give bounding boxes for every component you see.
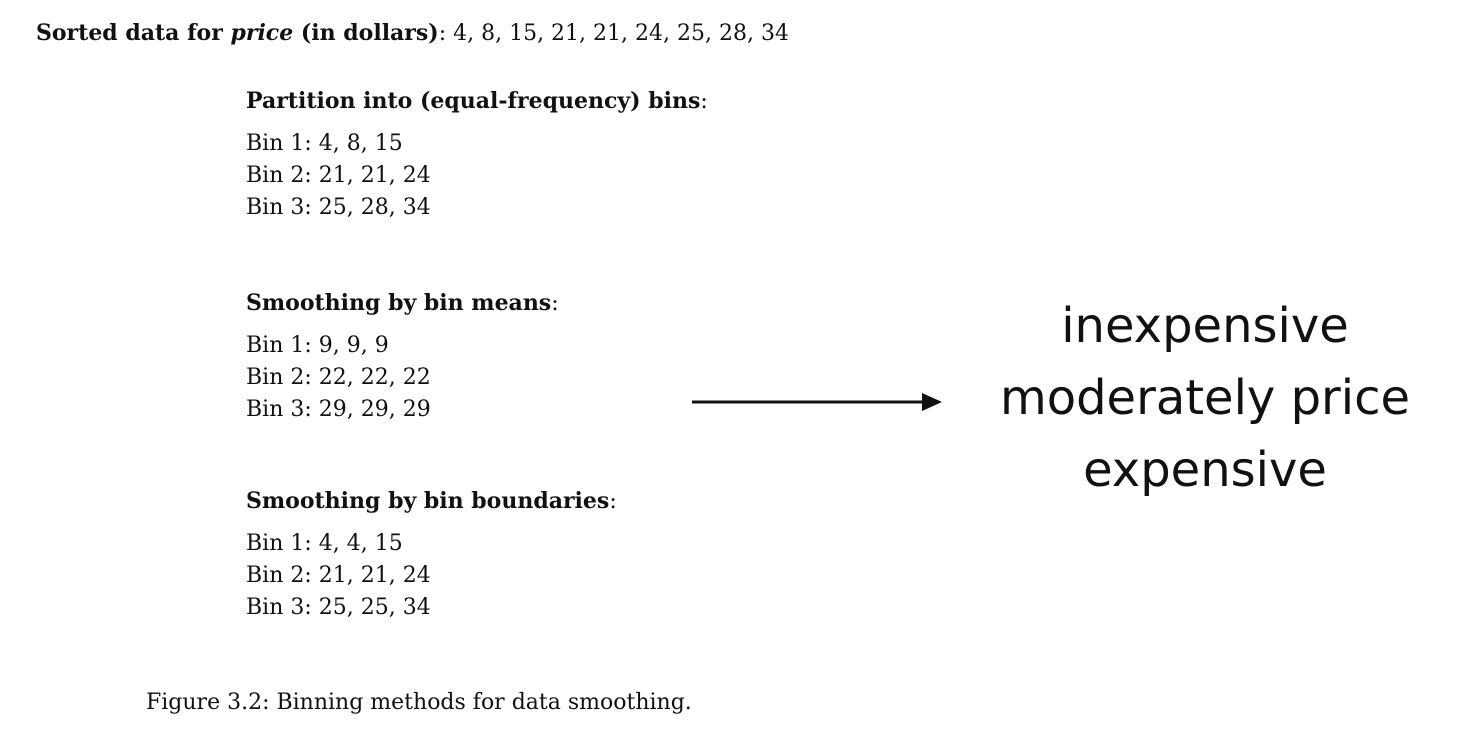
right-arrow-icon bbox=[692, 393, 942, 411]
section-partition: Partition into (equal-frequency) bins: B… bbox=[246, 88, 708, 224]
section-title: Partition into (equal-frequency) bins bbox=[246, 88, 701, 114]
bin-line: Bin 1: 4, 8, 15 bbox=[246, 131, 403, 156]
bin-line: Bin 1: 4, 4, 15 bbox=[246, 531, 403, 556]
section-title: Smoothing by bin means bbox=[246, 290, 552, 316]
section-colon: : bbox=[551, 291, 559, 316]
header-bold-suffix: (in dollars) bbox=[293, 20, 439, 46]
bin-line: Bin 3: 29, 29, 29 bbox=[246, 397, 431, 423]
figure-caption: Figure 3.2: Binning methods for data smo… bbox=[146, 690, 692, 715]
section-bin-boundaries: Smoothing by bin boundaries: Bin 1: 4, 4… bbox=[246, 488, 617, 624]
section-colon: : bbox=[609, 489, 617, 514]
section-heading: Partition into (equal-frequency) bins: bbox=[246, 88, 708, 114]
header-bold-prefix: Sorted data for bbox=[36, 20, 231, 46]
bin-line: Bin 2: 21, 21, 24 bbox=[246, 163, 431, 189]
label-inexpensive: inexpensive bbox=[1061, 298, 1349, 354]
header-line: Sorted data for price (in dollars): 4, 8… bbox=[36, 22, 789, 45]
bin-line: Bin 3: 25, 28, 34 bbox=[246, 195, 431, 221]
bin-line: Bin 1: 9, 9, 9 bbox=[246, 333, 389, 358]
bin-line: Bin 3: 25, 25, 34 bbox=[246, 595, 431, 621]
price-category-labels: inexpensive moderately price expensive bbox=[970, 290, 1440, 506]
header-italic-word: price bbox=[230, 20, 294, 46]
bin-line: Bin 2: 21, 21, 24 bbox=[246, 563, 431, 589]
label-expensive: expensive bbox=[1083, 442, 1327, 498]
bin-line: Bin 2: 22, 22, 22 bbox=[246, 365, 431, 391]
section-colon: : bbox=[700, 89, 708, 114]
label-moderately-price: moderately price bbox=[999, 370, 1411, 426]
section-heading: Smoothing by bin means: bbox=[246, 290, 559, 316]
section-title: Smoothing by bin boundaries bbox=[246, 488, 610, 514]
header-values: : 4, 8, 15, 21, 21, 24, 25, 28, 34 bbox=[438, 21, 789, 46]
section-heading: Smoothing by bin boundaries: bbox=[246, 488, 617, 514]
section-bin-means: Smoothing by bin means: Bin 1: 9, 9, 9 B… bbox=[246, 290, 559, 426]
